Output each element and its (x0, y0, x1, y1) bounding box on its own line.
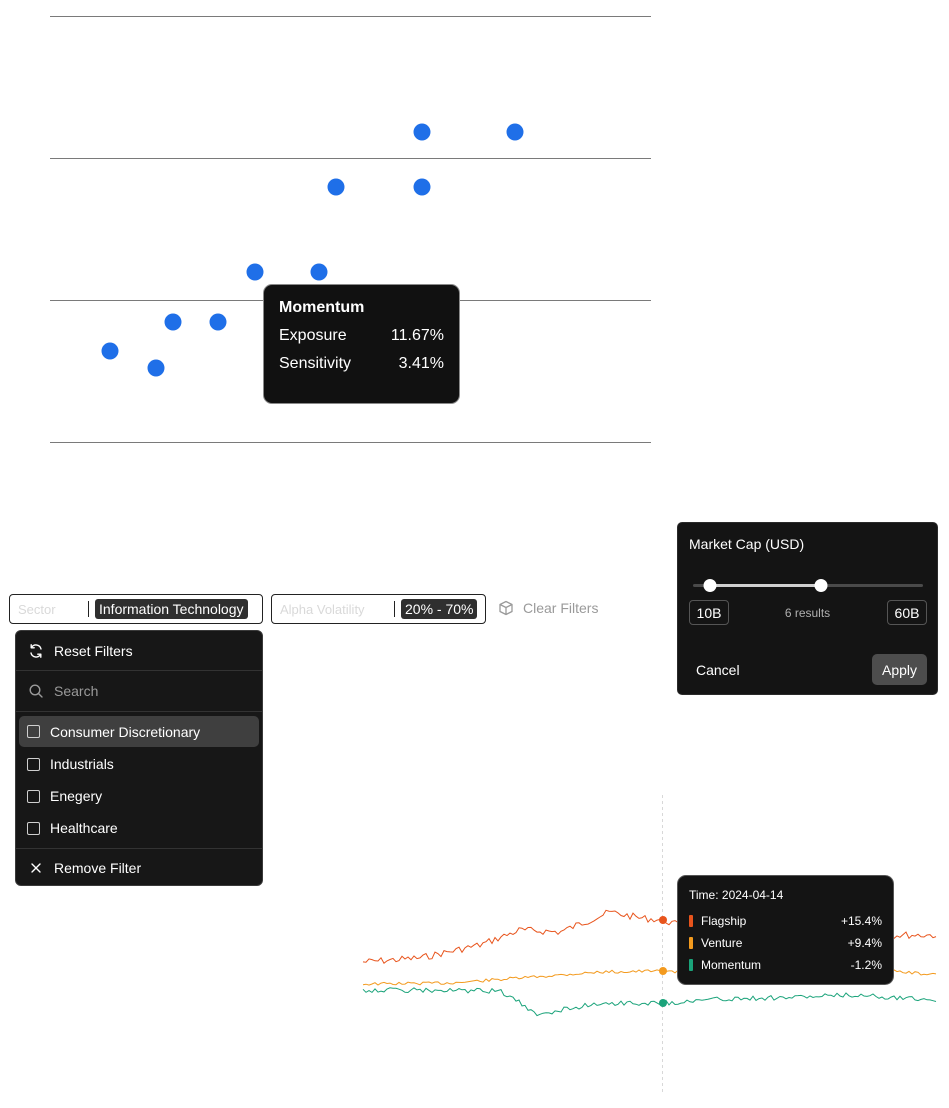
close-icon (31, 863, 41, 873)
scatter-point[interactable] (147, 359, 165, 377)
volatility-filter-chip[interactable]: Alpha Volatility 20% - 70% (271, 594, 486, 624)
min-value-field[interactable]: 10B (689, 600, 729, 625)
scatter-point[interactable] (101, 342, 119, 360)
series-name: Momentum (701, 958, 762, 972)
series-marker-venture (659, 967, 667, 975)
chip-divider (394, 601, 395, 617)
chip-value: Information Technology (95, 599, 248, 619)
scatter-point[interactable] (310, 263, 328, 281)
scatter-point[interactable] (327, 178, 345, 196)
series-line-momentum (362, 987, 937, 1017)
series-name: Venture (701, 936, 743, 950)
results-count: 6 results (784, 606, 831, 620)
option-list: Consumer Discretionary Industrials Enege… (16, 712, 262, 848)
chip-value: 20% - 70% (401, 599, 478, 619)
sector-dropdown: Reset Filters Search Consumer Discretion… (15, 630, 263, 886)
scatter-point[interactable] (209, 313, 227, 331)
checkbox[interactable] (27, 821, 40, 835)
cube-icon (499, 600, 513, 616)
search-field[interactable]: Search (16, 671, 262, 711)
popover-title: Market Cap (USD) (689, 536, 805, 552)
tooltip-time: Time: 2024-04-14 (689, 888, 784, 902)
search-icon (29, 684, 43, 698)
series-swatch (689, 915, 693, 927)
reset-filters-item[interactable]: Reset Filters (16, 631, 262, 670)
tooltip-series-row: Momentum -1.2% (689, 958, 882, 972)
series-value: +15.4% (840, 914, 882, 928)
series-marker-flagship (659, 916, 667, 924)
slider-max-handle[interactable] (814, 579, 828, 592)
remove-filter-item[interactable]: Remove Filter (16, 849, 262, 887)
gridline (50, 442, 651, 443)
divider (16, 670, 262, 671)
clear-filters-label: Clear Filters (523, 600, 599, 616)
option-label: Consumer Discretionary (50, 723, 201, 740)
chip-divider (88, 601, 89, 617)
chip-field-label: Alpha Volatility (280, 601, 365, 617)
series-swatch (689, 959, 693, 971)
gridline (50, 16, 651, 17)
checkbox[interactable] (27, 725, 40, 738)
option-healthcare[interactable]: Healthcare (19, 812, 259, 844)
scatter-point[interactable] (164, 313, 182, 331)
option-label: Industrials (50, 756, 114, 772)
market-cap-popover: Market Cap (USD) 6 results 10B 60B Cance… (677, 522, 938, 695)
apply-button[interactable]: Apply (872, 654, 927, 685)
reset-filters-label: Reset Filters (54, 642, 133, 659)
series-value: -1.2% (850, 958, 882, 972)
option-consumer-discretionary[interactable]: Consumer Discretionary (19, 716, 259, 747)
divider (16, 711, 262, 712)
tooltip-value: 11.67% (390, 327, 444, 344)
tooltip-title: Momentum (279, 299, 365, 316)
chip-field-label: Sector (18, 601, 56, 617)
tooltip-row-sensitivity: Sensitivity 3.41% (279, 355, 444, 373)
series-name: Flagship (701, 914, 747, 928)
series-swatch (689, 937, 693, 949)
checkbox[interactable] (27, 757, 40, 771)
range-slider[interactable] (693, 579, 923, 592)
tooltip-series-row: Venture +9.4% (689, 936, 882, 950)
range-fill (710, 584, 821, 587)
line-tooltip: Time: 2024-04-14 Flagship +15.4% Venture… (677, 875, 894, 985)
series-marker-momentum (659, 999, 667, 1007)
scatter-point[interactable] (246, 263, 264, 281)
gridline (50, 158, 651, 159)
scatter-point[interactable] (413, 123, 431, 141)
checkbox[interactable] (27, 789, 40, 803)
option-label: Enegery (50, 788, 103, 804)
series-value: +9.4% (847, 936, 882, 950)
divider (16, 848, 262, 849)
max-value-field[interactable]: 60B (887, 600, 927, 625)
option-enegery[interactable]: Enegery (19, 780, 259, 812)
tooltip-series-row: Flagship +15.4% (689, 914, 882, 928)
remove-filter-label: Remove Filter (54, 860, 142, 876)
slider-min-handle[interactable] (703, 579, 717, 592)
tooltip-label: Sensitivity (279, 355, 352, 372)
clear-filters-button[interactable]: Clear Filters (498, 600, 598, 616)
tooltip-value: 3.41% (398, 355, 444, 372)
scatter-point[interactable] (413, 178, 431, 196)
scatter-point[interactable] (506, 123, 524, 141)
tooltip-row-exposure: Exposure 11.67% (279, 327, 444, 345)
sector-filter-chip[interactable]: Sector Information Technology (9, 594, 263, 624)
refresh-icon (30, 643, 42, 658)
scatter-tooltip: Momentum Exposure 11.67% Sensitivity 3.4… (263, 284, 460, 404)
search-placeholder: Search (54, 683, 99, 699)
tooltip-label: Exposure (279, 327, 347, 344)
option-industrials[interactable]: Industrials (19, 748, 259, 780)
cancel-button[interactable]: Cancel (696, 662, 740, 678)
option-label: Healthcare (50, 820, 118, 836)
